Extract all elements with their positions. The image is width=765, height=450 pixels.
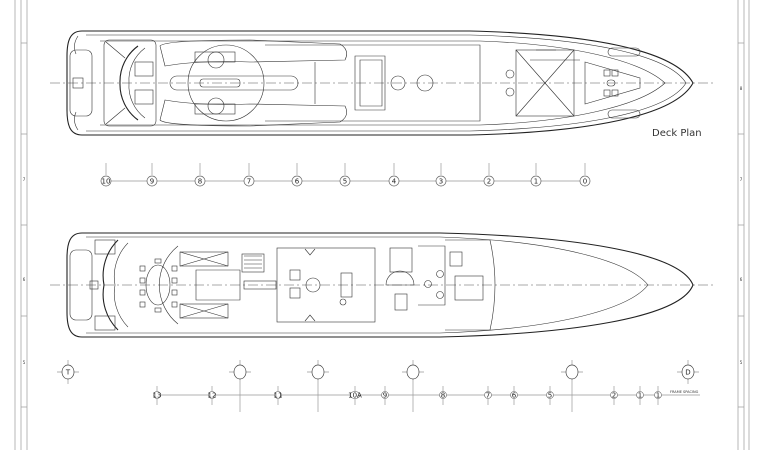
frame-label: 1 bbox=[638, 392, 642, 400]
station-label: 7 bbox=[247, 178, 251, 186]
frame-label: 1 bbox=[656, 392, 660, 400]
frame-marker: 10A bbox=[348, 386, 362, 405]
bulkhead-label: D bbox=[685, 369, 690, 377]
bulkhead-marker: D bbox=[677, 360, 699, 384]
sheet-border-right: 8 7 6 5 bbox=[737, 0, 750, 450]
station-label: 5 bbox=[343, 178, 347, 186]
station-label: 2 bbox=[487, 178, 491, 186]
station-marker: 4 bbox=[388, 163, 400, 187]
frame-spacing-label: FRAME SPACING bbox=[670, 390, 699, 394]
frame-label: 12 bbox=[208, 392, 217, 400]
bulkhead-label: T bbox=[65, 369, 71, 377]
zone-label: 5 bbox=[740, 360, 743, 365]
station-marker: 5 bbox=[339, 163, 351, 187]
zone-label: 7 bbox=[740, 177, 743, 182]
dining-chairs bbox=[139, 258, 178, 313]
station-marker: 10 bbox=[100, 163, 112, 187]
bulkhead-marker bbox=[402, 360, 424, 412]
main-deck-plan bbox=[50, 232, 715, 338]
frame-label: 11 bbox=[274, 392, 283, 400]
station-marker: 2 bbox=[483, 163, 495, 187]
frame-label: 2 bbox=[612, 392, 616, 400]
frame-marker: 12 bbox=[208, 386, 217, 405]
frame-marker: 7 bbox=[484, 386, 492, 405]
station-marker: 0 bbox=[579, 163, 591, 187]
frame-marker: 6 bbox=[510, 386, 518, 405]
station-label: 1 bbox=[534, 178, 538, 186]
frame-marker: 5 bbox=[546, 386, 554, 405]
station-marker: 9 bbox=[146, 163, 158, 187]
station-marker: 1 bbox=[530, 163, 542, 187]
frame-marker: 1 bbox=[654, 386, 662, 405]
station-marker: 7 bbox=[243, 163, 255, 187]
frame-label: 10A bbox=[348, 392, 362, 400]
upper-deck-plan: Deck Plan bbox=[50, 30, 715, 139]
frame-label: 9 bbox=[383, 392, 387, 400]
zone-label: 6 bbox=[740, 277, 743, 282]
bulkhead-marker bbox=[561, 360, 583, 412]
station-marker: 6 bbox=[291, 163, 303, 187]
sheet-border-left: 7 6 5 bbox=[14, 0, 28, 450]
drawing-title: Deck Plan bbox=[652, 128, 702, 139]
station-label: 0 bbox=[583, 178, 587, 186]
frame-marker: 1 bbox=[636, 386, 644, 405]
station-marker: 3 bbox=[435, 163, 447, 187]
station-label: 8 bbox=[198, 178, 202, 186]
frame-marker: 11 bbox=[274, 386, 283, 405]
station-label: 9 bbox=[150, 178, 154, 186]
station-marker: 8 bbox=[194, 163, 206, 187]
frame-label: 5 bbox=[548, 392, 552, 400]
frame-label: 13 bbox=[153, 392, 162, 400]
frame-marker: 9 bbox=[381, 386, 389, 405]
station-label: 4 bbox=[392, 178, 397, 186]
zone-label: 7 bbox=[23, 177, 26, 182]
zone-label: 8 bbox=[740, 86, 743, 91]
zone-label: 5 bbox=[23, 360, 26, 365]
frame-label: 6 bbox=[512, 392, 517, 400]
frame-marker: 8 bbox=[439, 386, 447, 405]
frame-label: 8 bbox=[441, 392, 445, 400]
zone-label: 6 bbox=[23, 277, 26, 282]
bulkhead-marker bbox=[307, 360, 329, 412]
station-label: 3 bbox=[439, 178, 443, 186]
frame-marker: 2 bbox=[610, 386, 618, 405]
bulkhead-marker: T bbox=[57, 360, 79, 384]
frame-marker: 13 bbox=[153, 386, 162, 405]
station-label: 6 bbox=[295, 178, 300, 186]
bulkhead-marker bbox=[229, 360, 251, 412]
station-label: 10 bbox=[102, 178, 111, 186]
frame-label: 7 bbox=[486, 392, 490, 400]
